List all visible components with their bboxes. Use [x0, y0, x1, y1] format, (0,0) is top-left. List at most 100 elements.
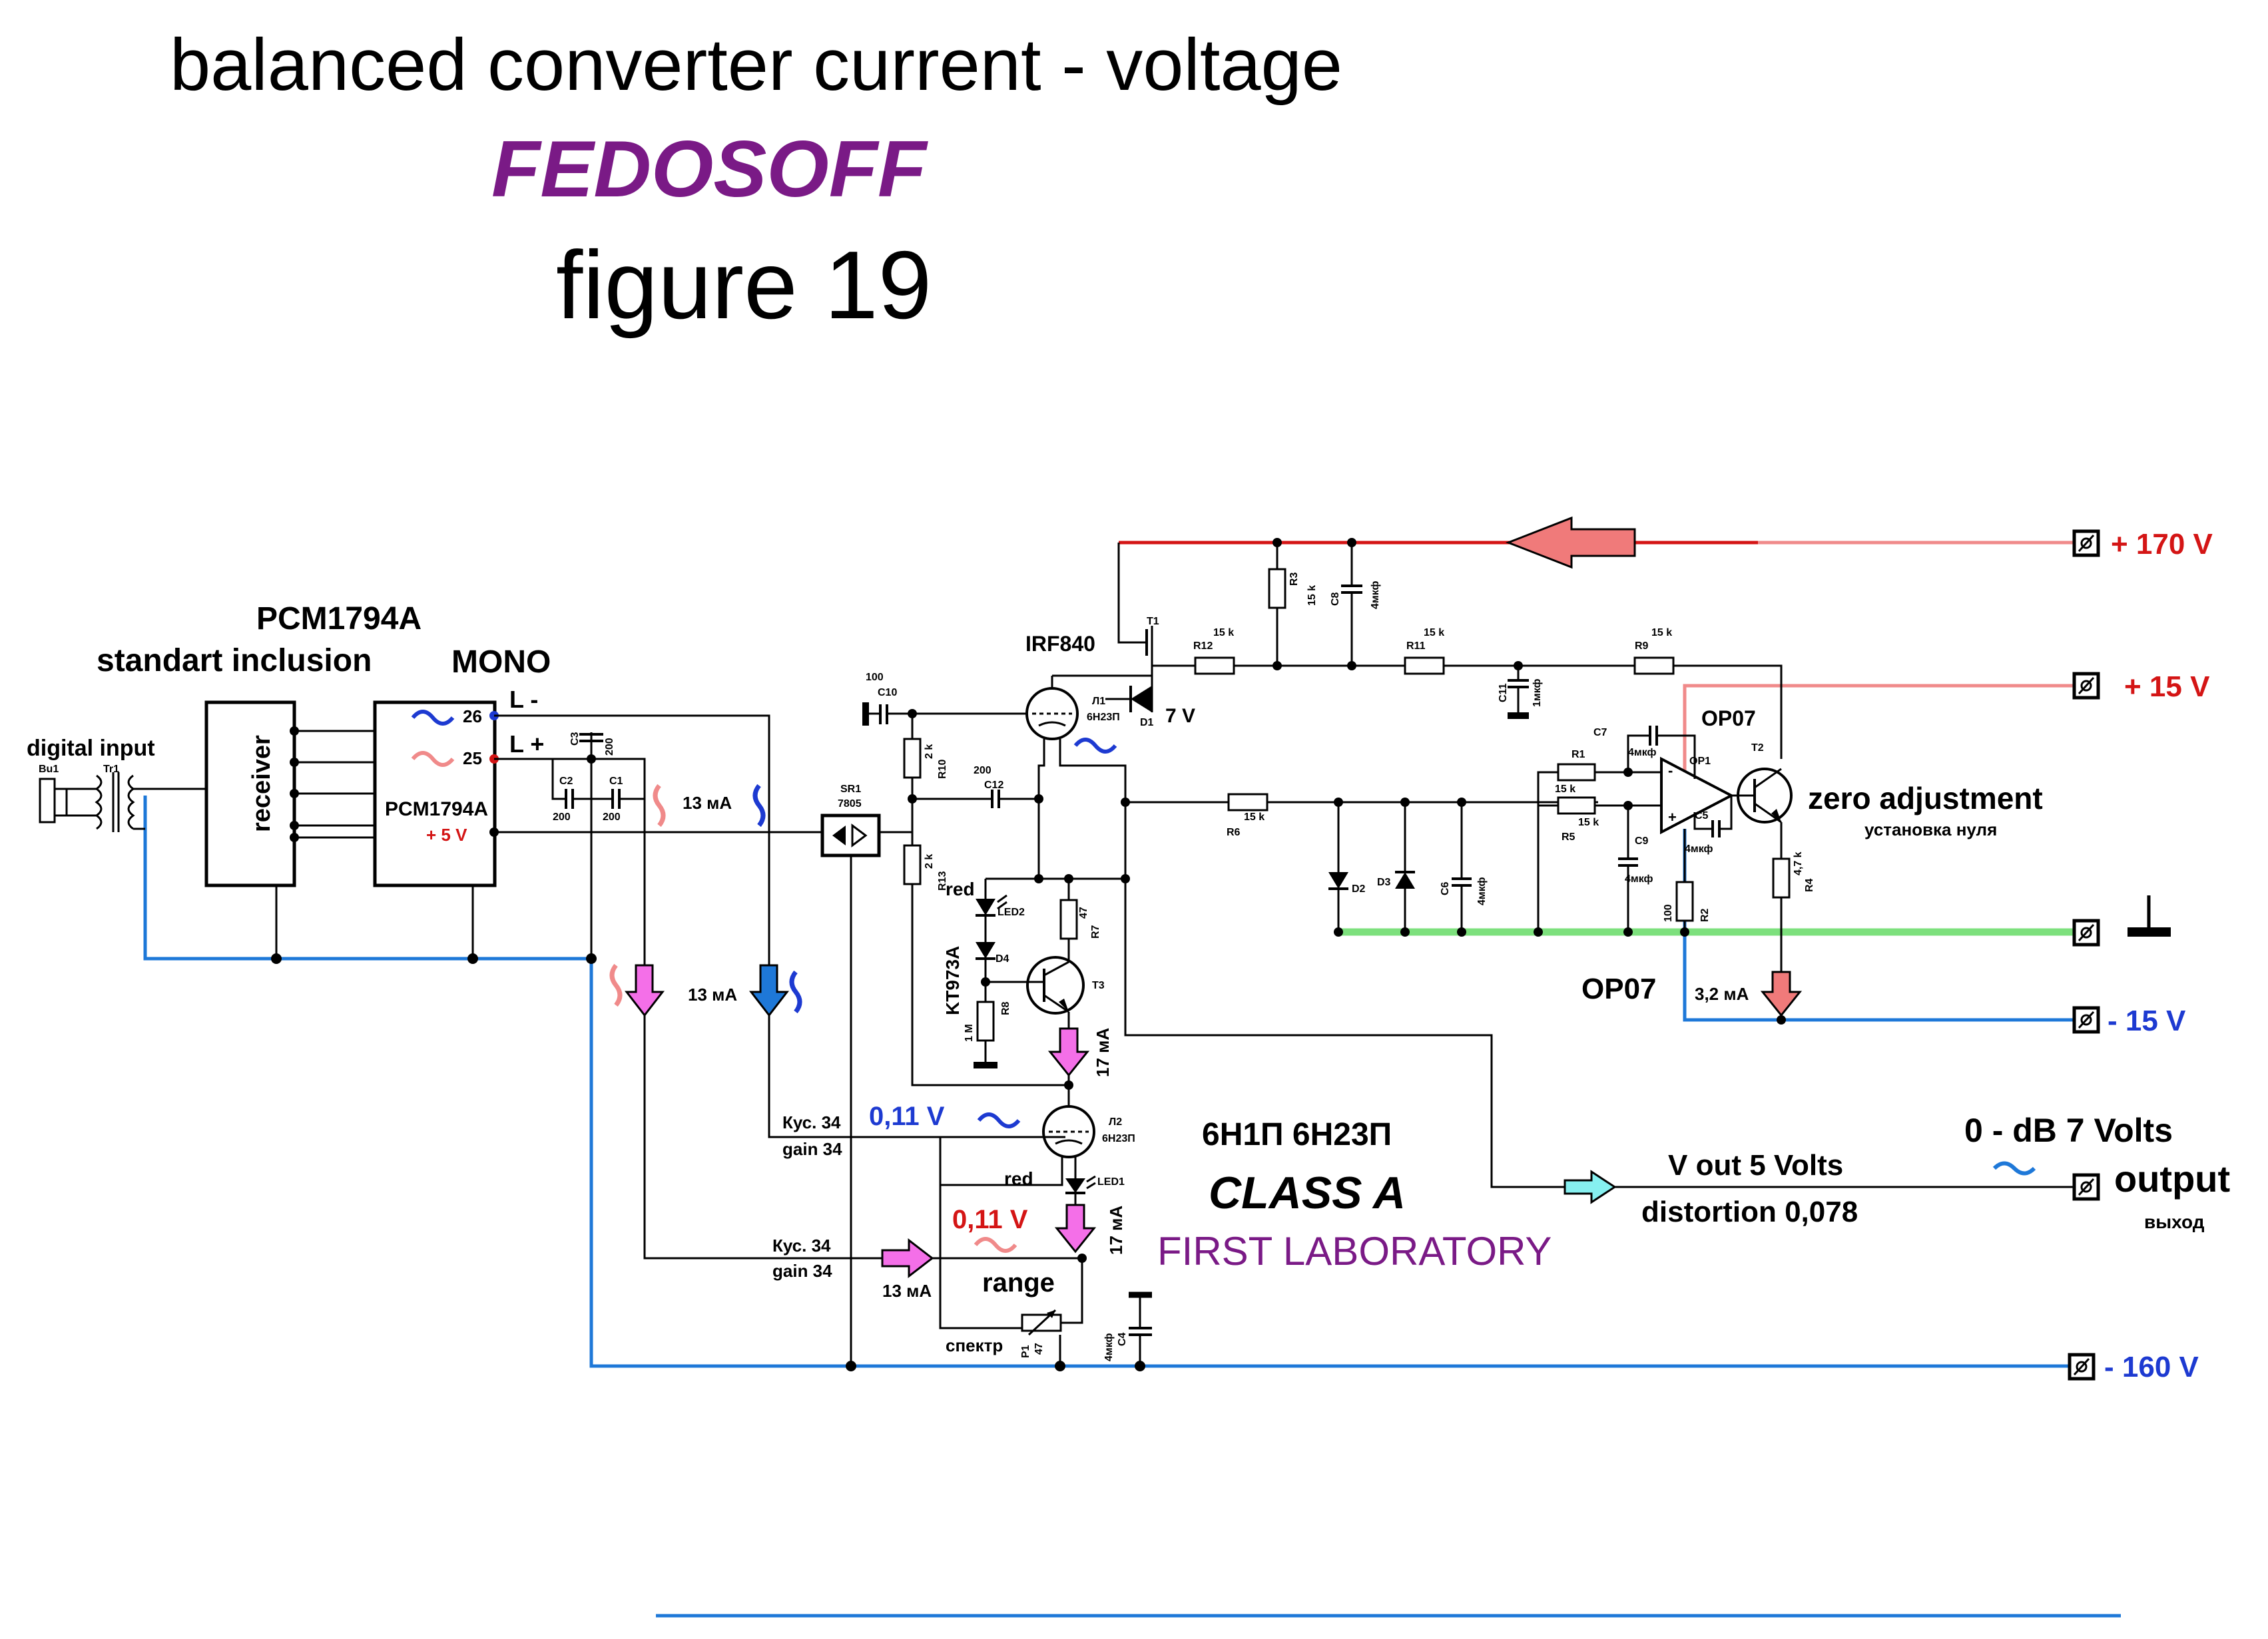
ground-symbol-icon: [2127, 895, 2171, 937]
c3-label: C3: [569, 732, 581, 746]
resistor-r3: [1268, 538, 1286, 666]
tube-l2: [1042, 1105, 1095, 1172]
c2-value: 200: [553, 812, 571, 823]
label-15v-pos: + 15 V: [2124, 670, 2210, 703]
d1-label: D1: [1140, 717, 1154, 728]
pcm-subtitle: standart inclusion: [97, 643, 372, 678]
t1-label: T1: [1147, 616, 1159, 627]
c3-value: 200: [604, 738, 615, 756]
blue-squiggle-icon: [752, 784, 766, 827]
vout-label: V out 5 Volts: [1668, 1149, 1843, 1182]
r4-label: R4: [1804, 878, 1815, 892]
capacitor-c6: [1452, 802, 1472, 932]
r5-label: R5: [1561, 831, 1575, 843]
pink-squiggle-icon: [653, 784, 666, 827]
r5-value: 15 k: [1578, 817, 1599, 828]
terminal-160v[interactable]: [2068, 1353, 2096, 1381]
c4-value: 4мкф: [1103, 1333, 1115, 1361]
c6-label: C6: [1440, 881, 1451, 895]
v011-red: 0,11 V: [952, 1205, 1028, 1234]
potentiometer-p1[interactable]: [1021, 1258, 1083, 1366]
capacitor-c4: [1129, 1291, 1152, 1371]
distortion-label: distortion 0,078: [1641, 1196, 1858, 1228]
tubes-label: 6Н1П 6Н23П: [1202, 1117, 1392, 1152]
mono-label: MONO: [451, 644, 551, 680]
tube-l1: [1025, 676, 1079, 752]
op1-label: OP1: [1689, 756, 1711, 767]
i32-label: 3,2 мА: [1695, 984, 1749, 1004]
class-label: CLASS A: [1209, 1168, 1406, 1218]
kt973-label: KT973A: [942, 946, 963, 1015]
label-160v: - 160 V: [2104, 1351, 2199, 1383]
diagram-title: balanced converter current - voltage: [170, 24, 1342, 106]
r9-value: 15 k: [1651, 627, 1672, 638]
regulator-sr1: [820, 814, 881, 857]
r8-value: 1 M: [964, 1024, 975, 1042]
current-arrow-17ma-b: [1054, 1204, 1097, 1254]
c9-label: C9: [1635, 835, 1649, 847]
d4-label: D4: [995, 953, 1009, 965]
terminal-15v-neg[interactable]: [2072, 1006, 2100, 1034]
label-output-ru: выход: [2144, 1212, 2205, 1232]
capacitor-c9: [1618, 806, 1638, 932]
l-minus-label: L -: [509, 686, 538, 713]
r8-label: R8: [1000, 1001, 1011, 1015]
terminal-ground[interactable]: [2072, 919, 2100, 947]
blue-wave-icon: [411, 710, 455, 726]
lab-label: FIRST LABORATORY: [1157, 1229, 1552, 1274]
current-arrow-32ma: [1760, 971, 1803, 1017]
author-name: FEDOSOFF: [491, 124, 928, 214]
pcm-title: PCM1794A: [256, 601, 422, 636]
resistor-r6: [1227, 793, 1598, 812]
output-arrow: [1563, 1170, 1617, 1204]
pin25-label: 25: [463, 748, 482, 768]
terminal-15v-pos[interactable]: [2072, 672, 2100, 700]
resistor-r13: [903, 844, 922, 1085]
transistor-t3: [986, 956, 1085, 1029]
i13-label-a: 13 мА: [683, 793, 732, 813]
l1-type: 6Н23П: [1087, 712, 1120, 723]
c11-label: C11: [1498, 683, 1509, 702]
l-plus-label: L +: [509, 730, 544, 758]
blue-squiggle-icon-2: [789, 970, 802, 1014]
blue-wave-l2-icon: [977, 1112, 1021, 1128]
op07-label-bottom: OP07: [1581, 973, 1657, 1005]
r9-label: R9: [1635, 640, 1649, 652]
r10-label: R10: [937, 760, 948, 779]
capacitor-c10: [862, 702, 1027, 726]
kus-label-2: Кус. 34: [772, 1236, 831, 1256]
d3-label: D3: [1377, 877, 1391, 888]
capacitor-c8: [1341, 538, 1362, 670]
r6-value: 15 k: [1244, 812, 1265, 823]
c2-label: C2: [559, 776, 573, 787]
i17-label-b: 17 мА: [1106, 1206, 1126, 1255]
r12-label: R12: [1193, 640, 1213, 652]
label-output: output: [2114, 1158, 2230, 1200]
resistor-r5: [1538, 796, 1661, 815]
rail-15v-pos: [1683, 684, 2078, 772]
r3-value: 15 k: [1306, 585, 1318, 606]
red-wave-icon: [974, 1237, 1017, 1253]
receiver-label: receiver: [248, 735, 276, 832]
regulator-arrow-icon: [832, 825, 846, 845]
led1-color: red: [1004, 1168, 1033, 1189]
blue-wave-tube-icon: [1073, 738, 1117, 754]
t3-label: T3: [1092, 980, 1105, 991]
pcm-supply-label: + 5 V: [426, 825, 467, 845]
opamp-op1: - +: [1660, 756, 1735, 835]
kus-label-1: Кус. 34: [782, 1112, 841, 1132]
resistor-r12: [1194, 656, 1405, 675]
d1-voltage: 7 V: [1165, 705, 1195, 727]
rail-170v: [1119, 516, 2078, 569]
terminal-output[interactable]: [2072, 1173, 2100, 1201]
label-170v: + 170 V: [2111, 528, 2213, 561]
c4-label: C4: [1117, 1332, 1128, 1346]
l1-label: Л1: [1092, 696, 1105, 707]
r11-value: 15 k: [1424, 627, 1444, 638]
r13-label: R13: [937, 871, 948, 891]
terminal-170v[interactable]: [2072, 529, 2100, 557]
l2-label: Л2: [1109, 1116, 1122, 1128]
ac-wave-icon: [1992, 1161, 2036, 1176]
p1-label: P1: [1020, 1345, 1031, 1358]
